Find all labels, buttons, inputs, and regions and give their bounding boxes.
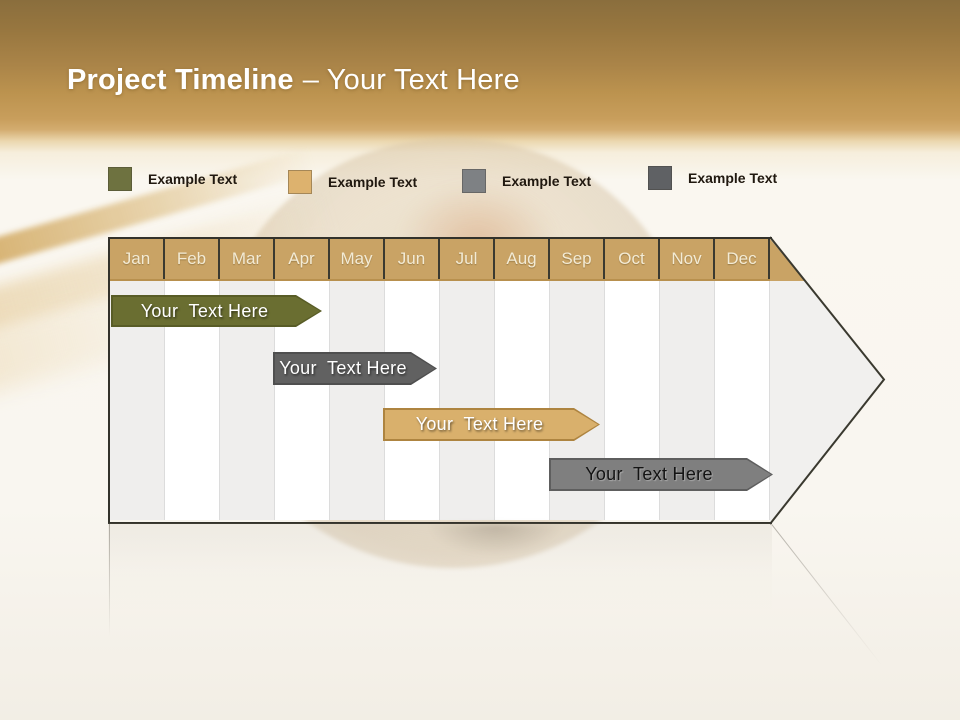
month-cell-mar[interactable]: Mar bbox=[220, 239, 275, 279]
month-cell-may[interactable]: May bbox=[330, 239, 385, 279]
month-cell-jun[interactable]: Jun bbox=[385, 239, 440, 279]
legend-item-1[interactable]: Example Text bbox=[108, 167, 237, 191]
slide-title[interactable]: Project Timeline– Your Text Here bbox=[67, 63, 520, 97]
gantt-bar-4-label: Your Text Here bbox=[585, 464, 713, 484]
month-cell-apr[interactable]: Apr bbox=[275, 239, 330, 279]
gantt-bar-3-label: Your Text Here bbox=[415, 414, 544, 434]
reflection-arrow-edge bbox=[771, 524, 883, 667]
gantt-bar-4-fill: Your Text Here bbox=[551, 460, 771, 489]
month-cell-jan[interactable]: Jan bbox=[110, 239, 165, 279]
gantt-bar-3[interactable]: Your Text Here bbox=[383, 408, 600, 441]
legend-item-4[interactable]: Example Text bbox=[648, 166, 777, 190]
legend-item-3[interactable]: Example Text bbox=[462, 169, 591, 193]
legend-label: Example Text bbox=[148, 171, 238, 187]
column-may bbox=[330, 281, 385, 520]
arrow-tip-outline bbox=[769, 236, 886, 525]
gantt-bar-2[interactable]: Your Text Here bbox=[273, 352, 437, 385]
gantt-bar-3-fill: Your Text Here bbox=[385, 410, 598, 439]
legend-swatch-olive bbox=[108, 167, 132, 191]
slide-title-main: Project Timeline bbox=[67, 64, 294, 96]
timeline-arrow-tip bbox=[769, 236, 886, 525]
slide-title-suffix: – Your Text Here bbox=[302, 64, 520, 96]
legend-label: Example Text bbox=[328, 174, 418, 190]
reflection-left-edge bbox=[109, 524, 110, 646]
column-jul bbox=[440, 281, 495, 520]
reflection-smudge bbox=[428, 524, 563, 556]
gantt-bar-1[interactable]: Your Text Here bbox=[111, 295, 322, 327]
timeline-outer-border bbox=[108, 237, 772, 524]
column-jun bbox=[385, 281, 440, 520]
month-cell-oct[interactable]: Oct bbox=[605, 239, 660, 279]
legend-swatch-darkgray bbox=[648, 166, 672, 190]
legend-swatch-gray bbox=[462, 169, 486, 193]
legend-label: Example Text bbox=[688, 170, 778, 186]
month-cell-dec[interactable]: Dec bbox=[715, 239, 770, 279]
month-cell-feb[interactable]: Feb bbox=[165, 239, 220, 279]
gantt-bar-1-label: Your Text Here bbox=[140, 300, 269, 321]
month-cell-aug[interactable]: Aug bbox=[495, 239, 550, 279]
gantt-bar-2-label: Your Text Here bbox=[279, 358, 407, 378]
arrow-tip-body bbox=[770, 237, 884, 524]
legend-swatch-tan bbox=[288, 170, 312, 194]
month-cell-jul[interactable]: Jul bbox=[440, 239, 495, 279]
gantt-bar-2-fill: Your Text Here bbox=[275, 354, 435, 383]
month-cell-nov[interactable]: Nov bbox=[660, 239, 715, 279]
gantt-bar-1-fill: Your Text Here bbox=[113, 297, 320, 325]
gantt-bar-4[interactable]: Your Text Here bbox=[549, 458, 773, 491]
table-reflection bbox=[108, 523, 772, 613]
month-cell-sep[interactable]: Sep bbox=[550, 239, 605, 279]
legend-label: Example Text bbox=[502, 173, 592, 189]
month-header-row: Jan Feb Mar Apr May Jun Jul Aug Sep Oct … bbox=[110, 239, 770, 281]
legend-item-2[interactable]: Example Text bbox=[288, 170, 417, 194]
column-aug bbox=[495, 281, 550, 520]
